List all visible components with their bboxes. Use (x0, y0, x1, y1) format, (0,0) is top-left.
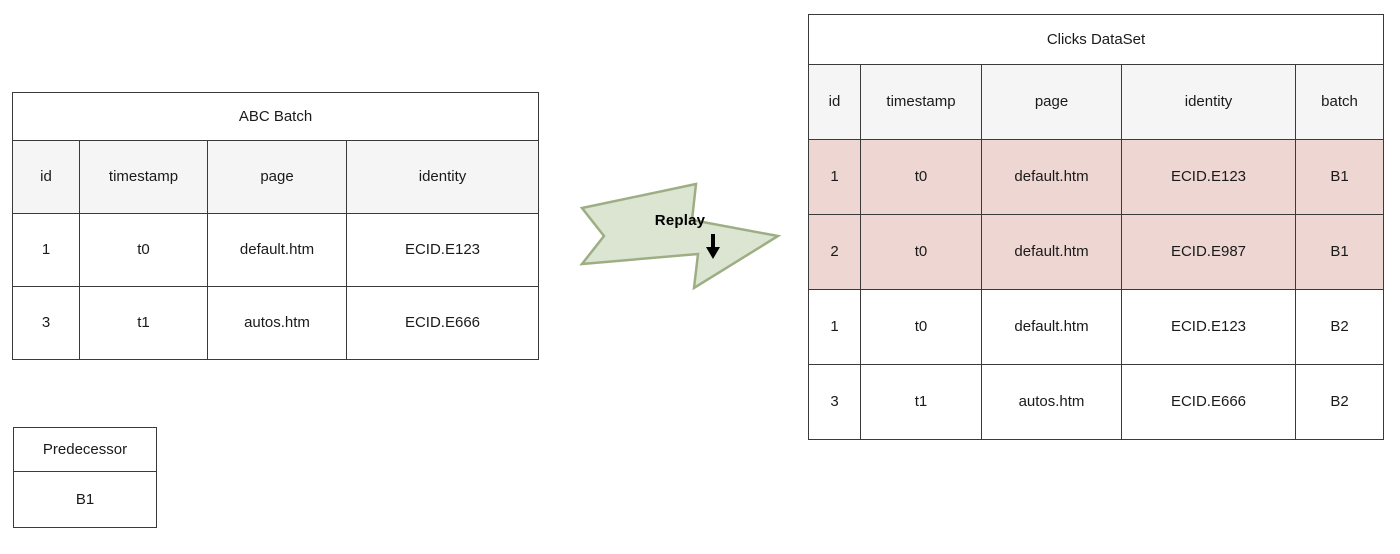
cell-timestamp: t1 (860, 364, 982, 440)
predecessor-title: Predecessor (13, 427, 157, 472)
cell-timestamp: t0 (860, 139, 982, 215)
cell-batch: B2 (1295, 364, 1384, 440)
cell-timestamp: t0 (860, 289, 982, 365)
cell-timestamp: t1 (79, 286, 208, 360)
cell-batch: B1 (1295, 214, 1384, 290)
predecessor-table: Predecessor B1 (13, 427, 157, 528)
arrow-down-cursor-icon (704, 234, 722, 260)
cell-identity: ECID.E123 (1121, 139, 1296, 215)
column-header-timestamp: timestamp (79, 140, 208, 214)
cell-id: 1 (808, 289, 861, 365)
cell-page: default.htm (207, 213, 347, 287)
cell-page: default.htm (981, 289, 1122, 365)
replay-label: Replay (654, 212, 706, 229)
predecessor-title-row: Predecessor (13, 427, 157, 472)
replay-arrow-shape (578, 180, 782, 292)
cell-id: 3 (808, 364, 861, 440)
cell-identity: ECID.E123 (346, 213, 539, 287)
table-row: 1 t0 default.htm ECID.E123 B2 (808, 289, 1384, 365)
cell-page: default.htm (981, 139, 1122, 215)
clicks-dataset-header-row: id timestamp page identity batch (808, 64, 1384, 140)
predecessor-value: B1 (13, 471, 157, 528)
table-row: 3 t1 autos.htm ECID.E666 (12, 286, 539, 360)
abc-batch-header-row: id timestamp page identity (12, 140, 539, 214)
cell-batch: B1 (1295, 139, 1384, 215)
abc-batch-title-row: ABC Batch (12, 92, 539, 141)
column-header-page: page (981, 64, 1122, 140)
table-row: 1 t0 default.htm ECID.E123 B1 (808, 139, 1384, 215)
table-row: 1 t0 default.htm ECID.E123 (12, 213, 539, 287)
abc-batch-title: ABC Batch (12, 92, 539, 141)
cell-identity: ECID.E666 (346, 286, 539, 360)
cell-identity: ECID.E123 (1121, 289, 1296, 365)
cell-identity: ECID.E987 (1121, 214, 1296, 290)
cell-page: default.htm (981, 214, 1122, 290)
predecessor-value-row: B1 (13, 471, 157, 528)
table-row: 3 t1 autos.htm ECID.E666 B2 (808, 364, 1384, 440)
cell-id: 1 (12, 213, 80, 287)
column-header-id: id (12, 140, 80, 214)
column-header-page: page (207, 140, 347, 214)
clicks-dataset-title-row: Clicks DataSet (808, 14, 1384, 65)
clicks-dataset-title: Clicks DataSet (808, 14, 1384, 65)
cell-timestamp: t0 (79, 213, 208, 287)
cell-batch: B2 (1295, 289, 1384, 365)
column-header-batch: batch (1295, 64, 1384, 140)
column-header-id: id (808, 64, 861, 140)
abc-batch-table: ABC Batch id timestamp page identity 1 t… (12, 92, 539, 360)
cell-page: autos.htm (207, 286, 347, 360)
column-header-identity: identity (1121, 64, 1296, 140)
cell-page: autos.htm (981, 364, 1122, 440)
cell-timestamp: t0 (860, 214, 982, 290)
cell-identity: ECID.E666 (1121, 364, 1296, 440)
cell-id: 3 (12, 286, 80, 360)
table-row: 2 t0 default.htm ECID.E987 B1 (808, 214, 1384, 290)
cell-id: 2 (808, 214, 861, 290)
clicks-dataset-table: Clicks DataSet id timestamp page identit… (808, 14, 1384, 440)
cell-id: 1 (808, 139, 861, 215)
column-header-timestamp: timestamp (860, 64, 982, 140)
column-header-identity: identity (346, 140, 539, 214)
